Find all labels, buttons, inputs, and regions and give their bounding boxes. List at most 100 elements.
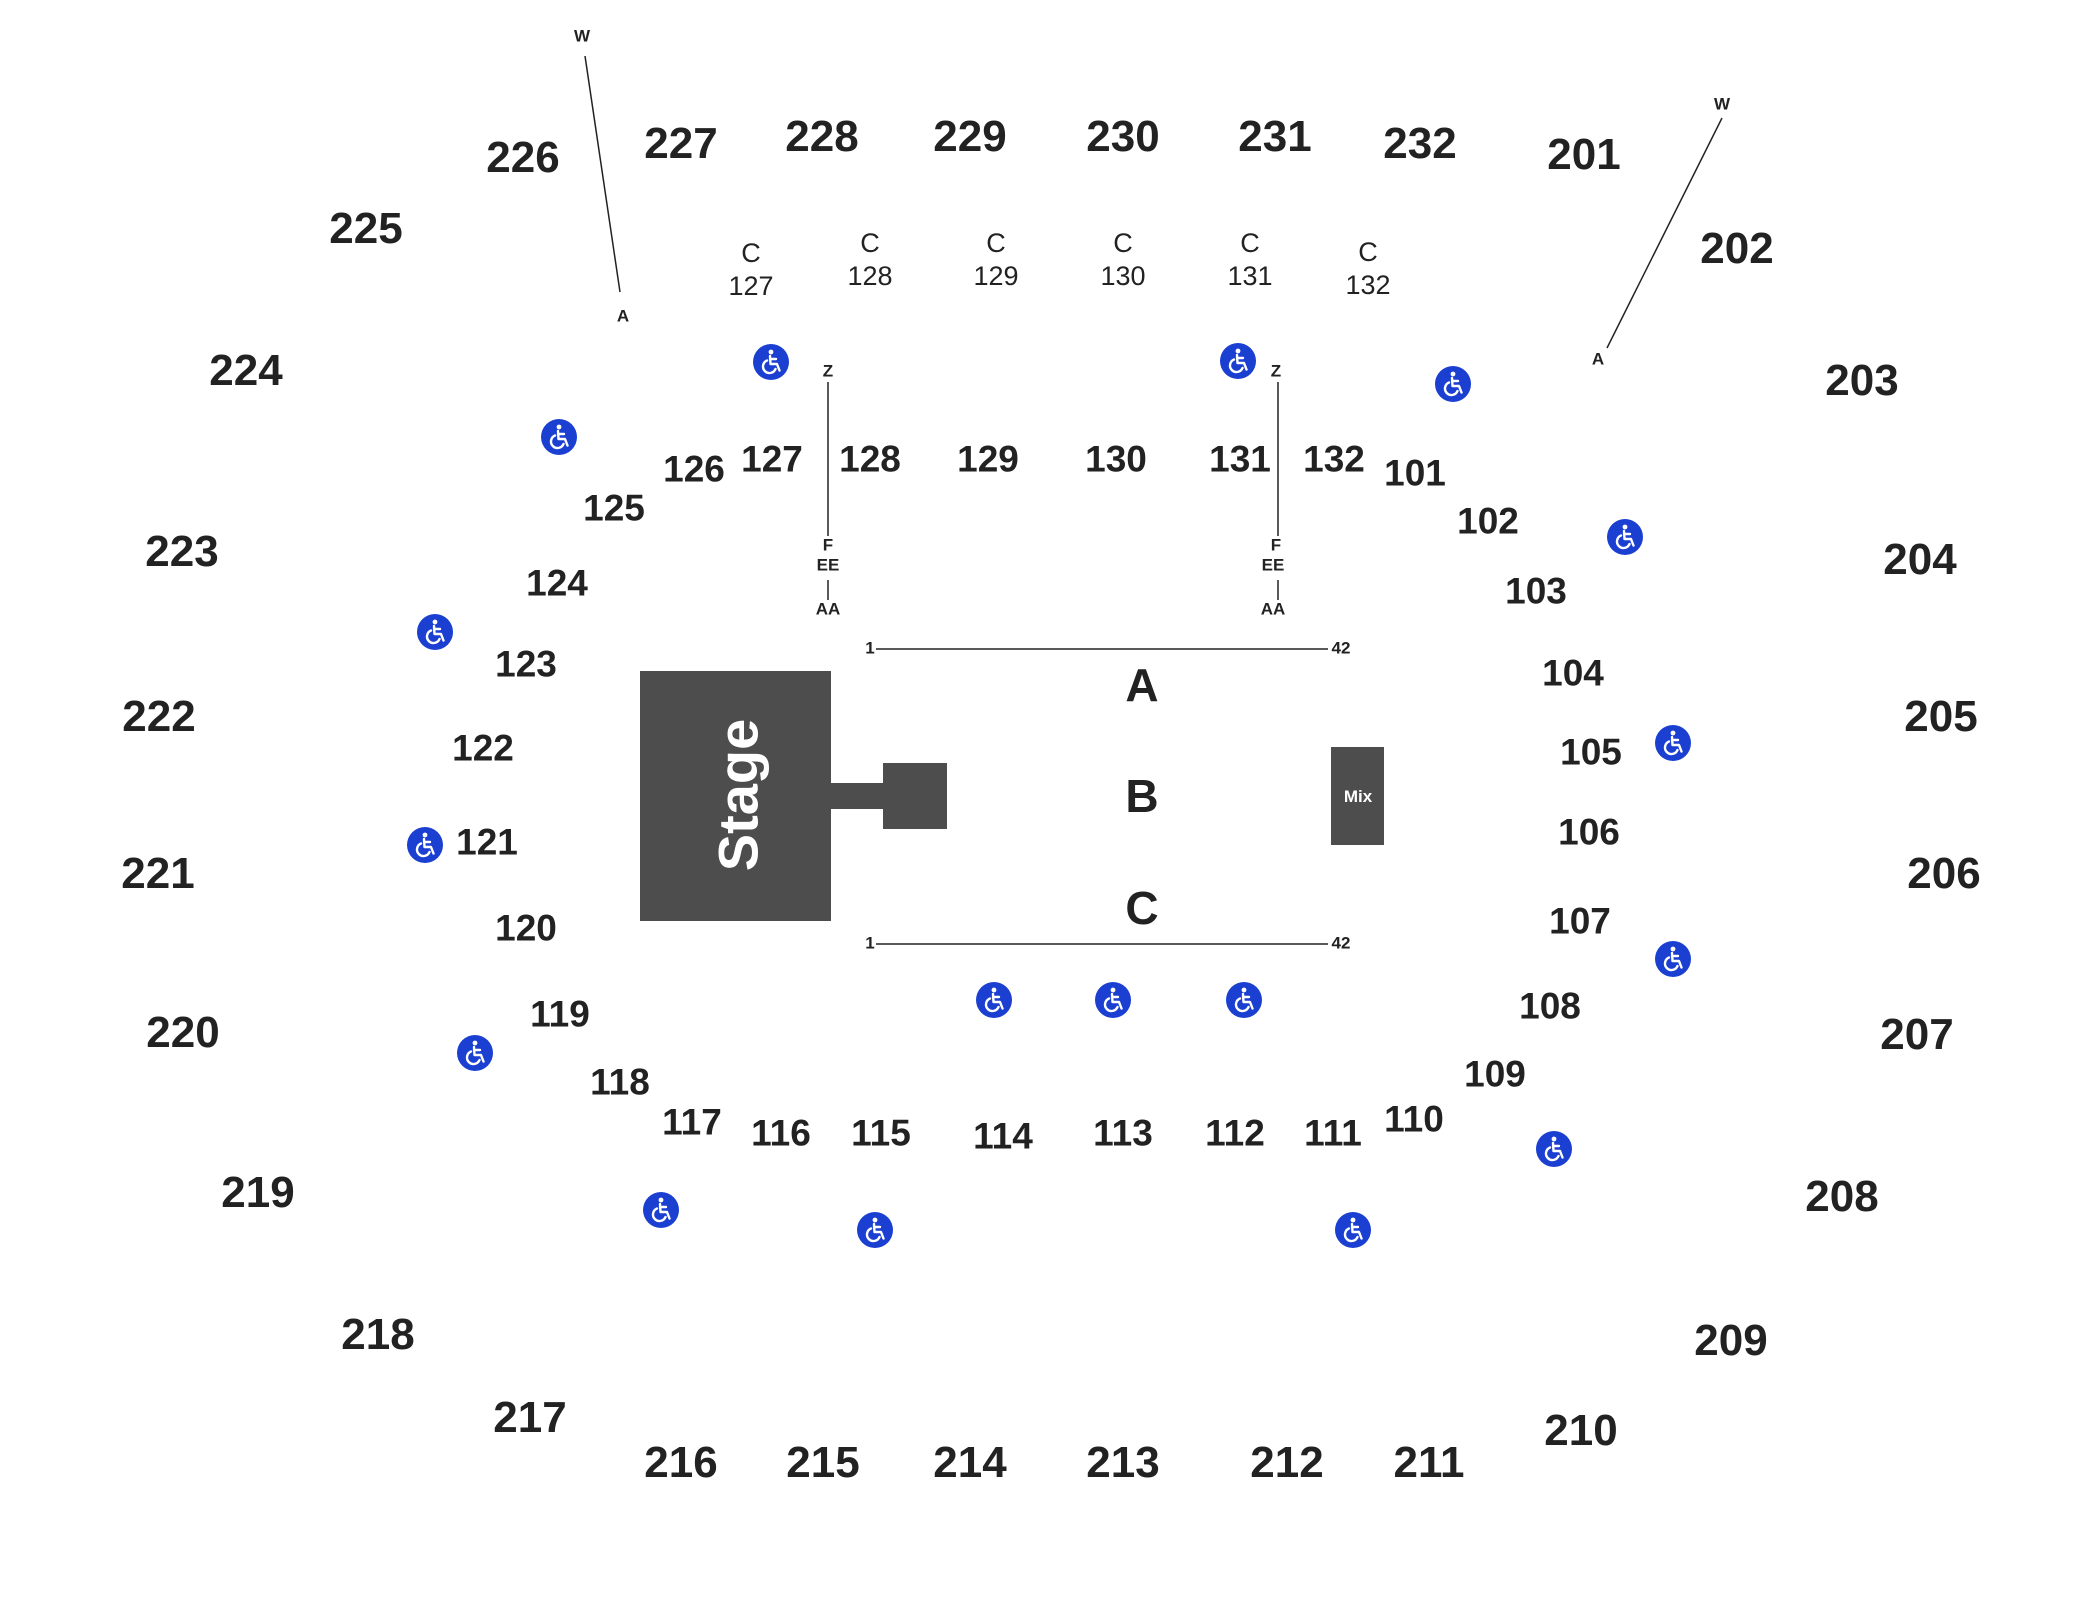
- lower-section-124[interactable]: 124: [526, 562, 588, 604]
- lower-section-118[interactable]: 118: [590, 1061, 650, 1103]
- wheelchair-icon[interactable]: [1655, 941, 1691, 977]
- wheelchair-icon[interactable]: [541, 419, 577, 455]
- lower-section-131[interactable]: 131: [1209, 438, 1271, 480]
- lower-left-row-top: Z: [822, 361, 834, 381]
- upper-section-204[interactable]: 204: [1883, 535, 1957, 584]
- upper-section-224[interactable]: 224: [209, 346, 283, 395]
- lower-section-120[interactable]: 120: [495, 907, 557, 949]
- wheelchair-icon[interactable]: [1536, 1131, 1572, 1167]
- upper-section-231[interactable]: 231: [1238, 112, 1312, 161]
- wheelchair-icon[interactable]: [1435, 366, 1471, 402]
- lower-section-111[interactable]: 111: [1304, 1112, 1362, 1154]
- wheelchair-icon[interactable]: [417, 614, 453, 650]
- wheelchair-icon[interactable]: [457, 1035, 493, 1071]
- lower-section-121[interactable]: 121: [456, 821, 518, 863]
- upper-section-219[interactable]: 219: [221, 1168, 295, 1217]
- lower-section-126[interactable]: 126: [663, 448, 725, 490]
- upper-section-212[interactable]: 212: [1250, 1438, 1324, 1487]
- upper-section-221[interactable]: 221: [121, 849, 195, 898]
- stage-runway: [831, 783, 883, 809]
- mix-position[interactable]: [1331, 747, 1384, 845]
- upper-section-226[interactable]: 226: [486, 133, 560, 182]
- lower-section-101[interactable]: 101: [1384, 452, 1446, 494]
- wheelchair-icon[interactable]: [1335, 1212, 1371, 1248]
- floor-row-c[interactable]: C: [1125, 882, 1159, 934]
- upper-section-215[interactable]: 215: [786, 1438, 860, 1487]
- lower-section-132[interactable]: 132: [1303, 438, 1365, 480]
- stage-thrust: [883, 763, 947, 829]
- upper-section-206[interactable]: 206: [1907, 849, 1981, 898]
- upper-section-223[interactable]: 223: [145, 527, 219, 576]
- lower-section-108[interactable]: 108: [1519, 985, 1581, 1027]
- lower-section-113[interactable]: 113: [1093, 1112, 1153, 1154]
- upper-section-217[interactable]: 217: [493, 1393, 567, 1442]
- upper-section-207[interactable]: 207: [1880, 1010, 1954, 1059]
- floor-row-a[interactable]: A: [1125, 659, 1159, 711]
- lower-section-119[interactable]: 119: [530, 993, 590, 1035]
- lower-left-row-mid2: EE: [816, 555, 840, 575]
- lower-section-127[interactable]: 127: [741, 438, 803, 480]
- lower-section-109[interactable]: 109: [1464, 1053, 1526, 1095]
- lower-section-129[interactable]: 129: [957, 438, 1019, 480]
- lower-section-107[interactable]: 107: [1549, 900, 1611, 942]
- wheelchair-icon[interactable]: [976, 982, 1012, 1018]
- lower-section-122[interactable]: 122: [452, 727, 514, 769]
- wheelchair-icon[interactable]: [857, 1212, 893, 1248]
- wheelchair-icon[interactable]: [643, 1192, 679, 1228]
- stage[interactable]: [640, 671, 831, 921]
- lower-section-114[interactable]: 114: [973, 1115, 1033, 1157]
- lower-section-110[interactable]: 110: [1384, 1098, 1444, 1140]
- upper-section-232[interactable]: 232: [1383, 119, 1457, 168]
- upper-section-211[interactable]: 211: [1393, 1438, 1465, 1487]
- upper-section-201[interactable]: 201: [1547, 130, 1621, 179]
- upper-section-222[interactable]: 222: [122, 692, 196, 741]
- lower-right-row-top: Z: [1270, 361, 1282, 381]
- lower-section-102[interactable]: 102: [1457, 500, 1519, 542]
- wheelchair-icon[interactable]: [407, 827, 443, 863]
- wheelchair-icon[interactable]: [753, 344, 789, 380]
- upper-section-214[interactable]: 214: [933, 1438, 1007, 1487]
- upper-section-203[interactable]: 203: [1825, 356, 1899, 405]
- lower-section-115[interactable]: 115: [851, 1112, 911, 1154]
- upper-section-225[interactable]: 225: [329, 204, 403, 253]
- lower-section-130[interactable]: 130: [1085, 438, 1147, 480]
- upper-section-216[interactable]: 216: [644, 1438, 718, 1487]
- lower-section-128[interactable]: 128: [839, 438, 901, 480]
- lower-section-116[interactable]: 116: [751, 1112, 811, 1154]
- upper-section-220[interactable]: 220: [146, 1008, 220, 1057]
- floor-row-b[interactable]: B: [1125, 770, 1159, 822]
- upper-section-205[interactable]: 205: [1904, 692, 1978, 741]
- upper-section-230[interactable]: 230: [1086, 112, 1160, 161]
- upper-section-227[interactable]: 227: [644, 119, 718, 168]
- wheelchair-icon[interactable]: [1607, 519, 1643, 555]
- wheelchair-icon[interactable]: [1655, 725, 1691, 761]
- upper-section-228[interactable]: 228: [785, 112, 859, 161]
- upper-section-210[interactable]: 210: [1544, 1406, 1618, 1455]
- upper-section-218[interactable]: 218: [341, 1310, 415, 1359]
- lower-section-104[interactable]: 104: [1542, 652, 1604, 694]
- upper-section-202[interactable]: 202: [1700, 224, 1774, 273]
- lower-section-112[interactable]: 112: [1205, 1112, 1265, 1154]
- wheelchair-icon[interactable]: [1226, 982, 1262, 1018]
- lower-section-125[interactable]: 125: [583, 487, 645, 529]
- lower-section-103[interactable]: 103: [1505, 570, 1567, 612]
- lower-section-117[interactable]: 117: [662, 1101, 722, 1143]
- wheelchair-icon[interactable]: [1220, 343, 1256, 379]
- wheelchair-icon[interactable]: [1095, 982, 1131, 1018]
- lower-section-106[interactable]: 106: [1558, 811, 1620, 853]
- stage-label: Stage: [706, 718, 770, 872]
- lower-section-105[interactable]: 105: [1560, 731, 1622, 773]
- lower-section-123[interactable]: 123: [495, 643, 557, 685]
- upper-section-229[interactable]: 229: [933, 112, 1007, 161]
- upper-section-208[interactable]: 208: [1805, 1172, 1879, 1221]
- upper-section-213[interactable]: 213: [1086, 1438, 1160, 1487]
- upper-section-209[interactable]: 209: [1694, 1316, 1768, 1365]
- lower-right-row-mid1: F: [1270, 535, 1282, 555]
